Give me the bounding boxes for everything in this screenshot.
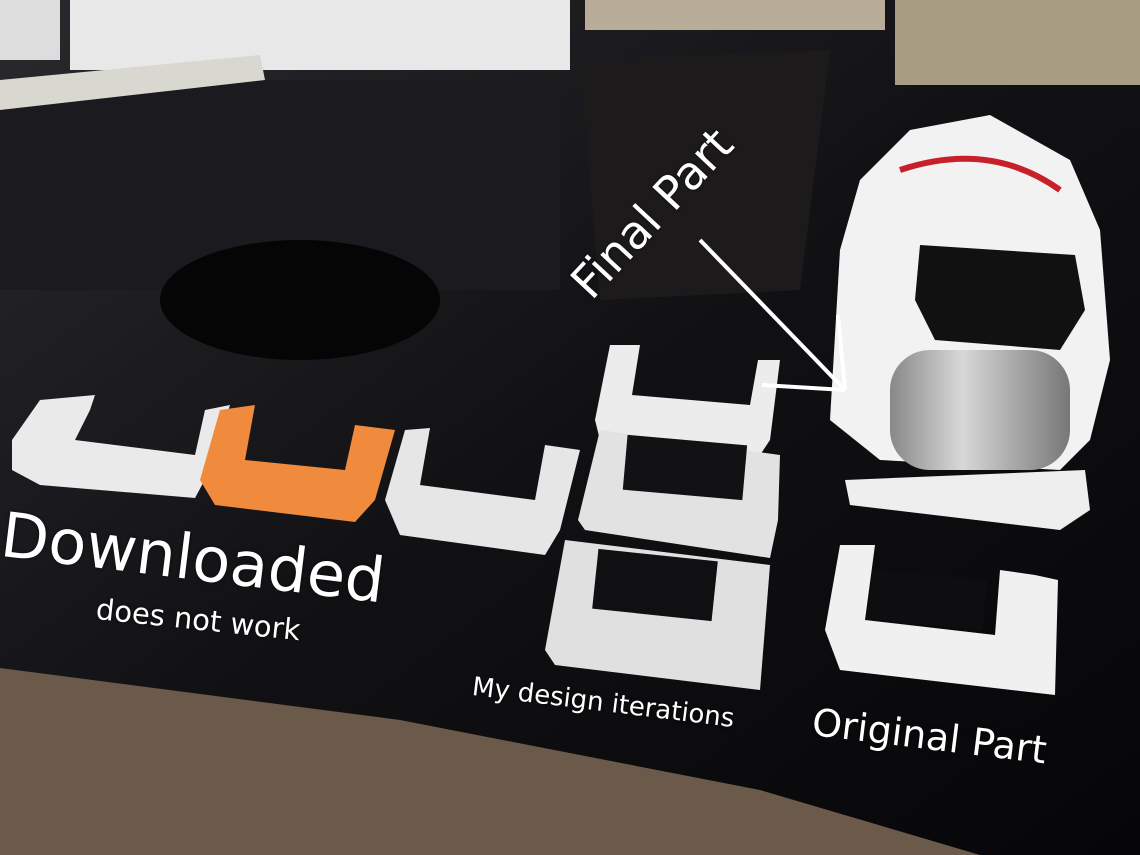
carpet <box>0 668 980 855</box>
tape-strip <box>0 55 265 110</box>
downloaded-part-white <box>12 395 230 498</box>
reflection-stripes <box>580 50 830 300</box>
cozmo-robot <box>830 115 1110 530</box>
parts-tray <box>585 0 885 30</box>
downloaded-part-3 <box>385 428 580 555</box>
white-box <box>70 0 570 70</box>
reflection-dark <box>160 240 440 360</box>
parts-tray-right <box>895 0 1140 85</box>
arrow-to-final-part <box>698 238 847 392</box>
downloaded-part-orange <box>200 405 395 522</box>
original-part <box>825 545 1058 695</box>
iteration-part-1 <box>595 345 780 455</box>
